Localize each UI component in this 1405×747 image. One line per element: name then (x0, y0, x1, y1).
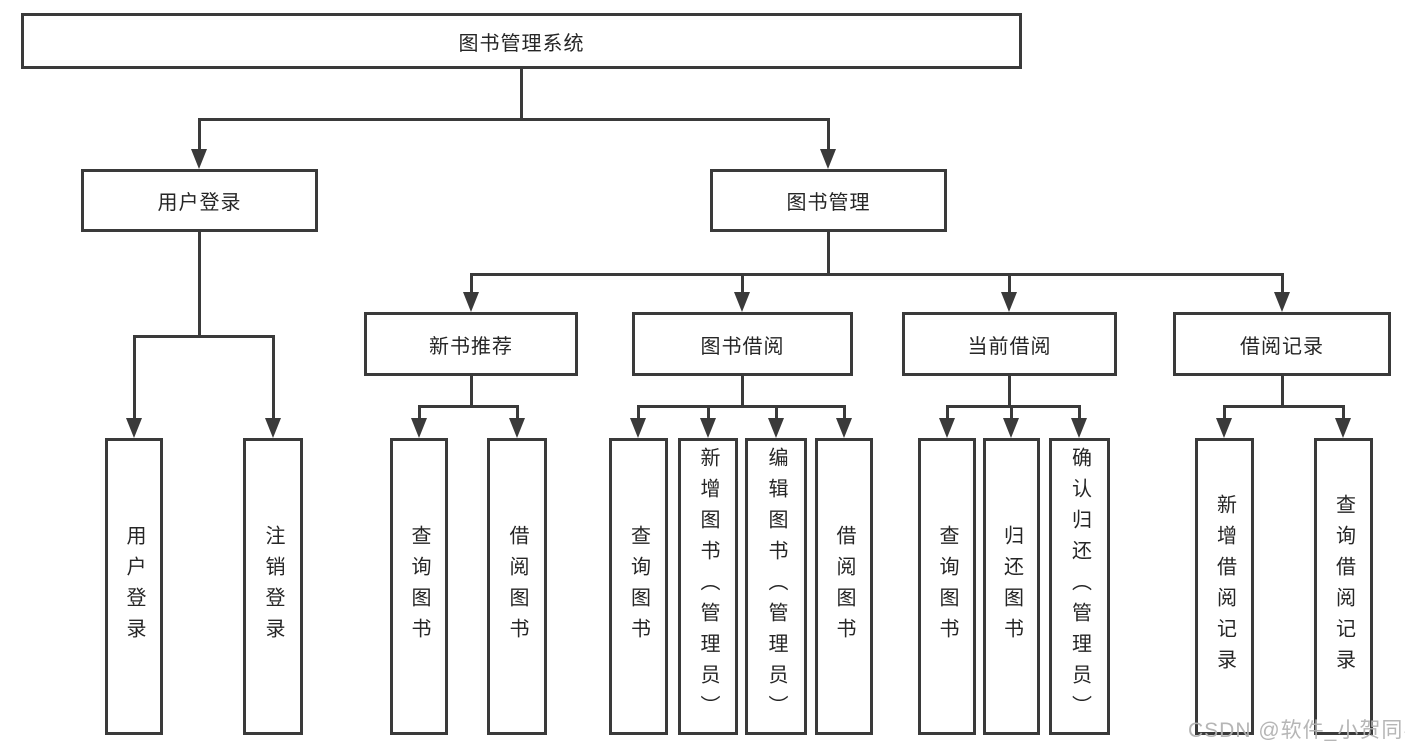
arrowhead-down-icon (1216, 418, 1232, 438)
leaf-add-borrow-record: 新增借阅记录 (1195, 438, 1254, 735)
connector-drop (636, 405, 640, 422)
arrowhead-down-icon (411, 418, 427, 438)
node-current-borrowing: 当前借阅 (902, 312, 1117, 376)
connector-branch (469, 273, 1284, 276)
connector-drop (842, 405, 846, 422)
connector-stem (740, 376, 744, 408)
connector-branch (945, 405, 1081, 408)
arrowhead-down-icon (126, 418, 142, 438)
node-new-book-recommend: 新书推荐 (364, 312, 578, 376)
leaf-query-borrow-record: 查询借阅记录 (1314, 438, 1373, 735)
arrowhead-down-icon (463, 292, 479, 312)
leaf-query-books-recommend: 查询图书 (390, 438, 448, 735)
connector-drop (740, 273, 744, 296)
node-user-login: 用户登录 (81, 169, 318, 232)
connector-stem (519, 69, 523, 121)
connector-branch (132, 335, 275, 338)
arrowhead-down-icon (509, 418, 525, 438)
connector-drop (1007, 273, 1011, 296)
connector-stem (1280, 376, 1284, 408)
leaf-query-books-recommend-label: 查询图书 (408, 524, 430, 649)
connector-drop (1009, 405, 1013, 422)
csdn-watermark: CSDN @软件_小贺同学 (1188, 719, 1405, 742)
arrowhead-down-icon (939, 418, 955, 438)
leaf-return-books: 归还图书 (983, 438, 1040, 735)
leaf-add-borrow-record-label: 新增借阅记录 (1213, 493, 1236, 680)
arrowhead-down-icon (1274, 292, 1290, 312)
leaf-borrow-books-recommend: 借阅图书 (487, 438, 547, 735)
leaf-return-books-label: 归还图书 (1000, 524, 1023, 649)
node-user-login-label: 用户登录 (157, 192, 242, 214)
node-book-management-label: 图书管理 (786, 192, 871, 214)
leaf-edit-book-admin: 编辑图书（管理员） (745, 438, 807, 735)
connector-branch (197, 118, 830, 121)
leaf-query-books-borrowing: 查询图书 (609, 438, 668, 735)
arrowhead-down-icon (700, 418, 716, 438)
connector-stem (1007, 376, 1011, 408)
connector-branch (636, 405, 846, 408)
arrowhead-down-icon (1003, 418, 1019, 438)
connector-drop (469, 273, 473, 296)
arrowhead-down-icon (630, 418, 646, 438)
node-library-system: 图书管理系统 (21, 13, 1022, 69)
arrowhead-down-icon (836, 418, 852, 438)
leaf-user-login-label: 用户登录 (123, 524, 145, 649)
node-book-management: 图书管理 (710, 169, 947, 232)
node-new-book-recommend-label: 新书推荐 (429, 335, 513, 358)
leaf-confirm-return-admin-label: 确认归还（管理员） (1068, 447, 1091, 726)
connector-branch (1222, 405, 1345, 408)
node-book-borrowing: 图书借阅 (632, 312, 853, 376)
arrowhead-down-icon (191, 149, 207, 169)
leaf-query-borrow-record-label: 查询借阅记录 (1332, 493, 1355, 680)
connector-drop (132, 335, 136, 422)
leaf-query-books-current: 查询图书 (918, 438, 976, 735)
node-borrowing-records: 借阅记录 (1173, 312, 1391, 376)
arrowhead-down-icon (820, 149, 836, 169)
leaf-logout: 注销登录 (243, 438, 303, 735)
connector-drop (706, 405, 710, 422)
connector-branch (417, 405, 519, 408)
leaf-query-books-current-label: 查询图书 (936, 524, 958, 649)
leaf-query-books-borrowing-label: 查询图书 (627, 524, 650, 649)
leaf-add-book-admin: 新增图书（管理员） (678, 438, 738, 735)
arrowhead-down-icon (768, 418, 784, 438)
connector-drop (417, 405, 421, 422)
arrowhead-down-icon (1001, 292, 1017, 312)
connector-stem (197, 232, 201, 338)
leaf-borrow-books: 借阅图书 (815, 438, 873, 735)
connector-drop (197, 118, 201, 153)
connector-drop (826, 118, 830, 153)
arrowhead-down-icon (1071, 418, 1087, 438)
arrowhead-down-icon (1335, 418, 1351, 438)
leaf-add-book-admin-label: 新增图书（管理员） (697, 447, 719, 726)
leaf-confirm-return-admin: 确认归还（管理员） (1049, 438, 1110, 735)
node-borrowing-records-label: 借阅记录 (1240, 335, 1324, 358)
connector-drop (945, 405, 949, 422)
arrowhead-down-icon (265, 418, 281, 438)
connector-drop (1077, 405, 1081, 422)
connector-drop (515, 405, 519, 422)
leaf-borrow-books-recommend-label: 借阅图书 (506, 524, 528, 649)
leaf-logout-label: 注销登录 (262, 524, 284, 649)
connector-drop (1222, 405, 1226, 422)
connector-drop (774, 405, 778, 422)
connector-drop (1341, 405, 1345, 422)
node-book-borrowing-label: 图书借阅 (700, 335, 785, 358)
leaf-edit-book-admin-label: 编辑图书（管理员） (765, 447, 787, 726)
connector-stem (469, 376, 473, 408)
arrowhead-down-icon (734, 292, 750, 312)
leaf-borrow-books-label: 借阅图书 (833, 524, 855, 649)
node-library-system-label: 图书管理系统 (458, 32, 585, 55)
connector-stem (826, 232, 830, 276)
connector-drop (1280, 273, 1284, 296)
leaf-user-login: 用户登录 (105, 438, 163, 735)
node-current-borrowing-label: 当前借阅 (967, 335, 1052, 358)
connector-drop (271, 335, 275, 422)
